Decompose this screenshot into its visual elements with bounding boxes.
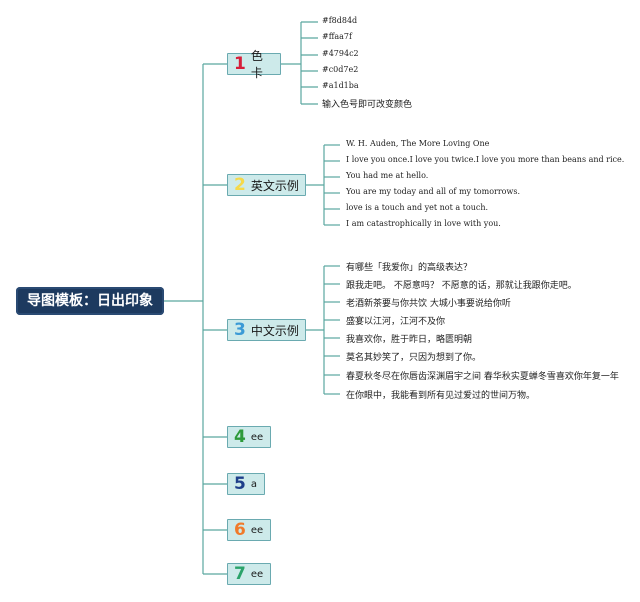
branch-node-2[interactable]: 2 英文示例: [227, 174, 306, 196]
branch-label: ee: [250, 431, 264, 443]
branch-node-5[interactable]: 5 a: [227, 473, 265, 495]
branch-label: 英文示例: [250, 178, 299, 193]
leaf-text[interactable]: You are my today and all of my tomorrows…: [346, 187, 520, 196]
branch-node-4[interactable]: 4 ee: [227, 426, 271, 448]
root-node[interactable]: 导图模板：日出印象: [16, 287, 164, 315]
branch-label: 中文示例: [250, 323, 299, 338]
leaf-text[interactable]: #4794c2: [322, 49, 359, 58]
root-label: 导图模板：日出印象: [27, 293, 153, 309]
leaf-text[interactable]: love is a touch and yet not a touch.: [346, 203, 489, 212]
leaf-text[interactable]: 春夏秋冬尽在你唇齿深渊眉宇之间 春华秋实夏蝉冬雪喜欢你年复一年: [346, 372, 619, 382]
leaf-text[interactable]: You had me at hello.: [346, 171, 429, 180]
branch-label: a: [250, 478, 257, 490]
leaf-text[interactable]: 有哪些「我爱你」的高级表达？: [346, 263, 473, 273]
branch-number: 1: [234, 54, 246, 74]
branch-node-1[interactable]: 1 色卡: [227, 49, 281, 80]
branch-number: 3: [234, 320, 246, 340]
leaf-text[interactable]: #f8d84d: [322, 16, 358, 25]
leaf-text[interactable]: 莫名其妙笑了，只因为想到了你。: [346, 353, 482, 363]
leaf-text[interactable]: #c0d7e2: [322, 65, 359, 74]
branch-label: 色卡: [250, 49, 263, 80]
branch-node-6[interactable]: 6 ee: [227, 519, 271, 541]
branch-node-7[interactable]: 7 ee: [227, 563, 271, 585]
leaf-text[interactable]: #a1d1ba: [322, 81, 359, 90]
leaf-text[interactable]: 盛宴以江河，江河不及你: [346, 317, 446, 327]
leaf-text[interactable]: I love you once.I love you twice.I love …: [346, 155, 625, 164]
leaf-text[interactable]: 在你眼中，我能看到所有见过爱过的世间万物。: [346, 391, 536, 401]
leaf-text[interactable]: 跟我走吧。 不愿意吗？ 不愿意的话，那就让我跟你走吧。: [346, 281, 577, 291]
leaf-text[interactable]: 老酒新茶要与你共饮 大城小事要说给你听: [346, 299, 511, 309]
branch-number: 2: [234, 175, 246, 195]
branch-label: ee: [250, 524, 264, 536]
leaf-text[interactable]: #ffaa7f: [322, 32, 352, 41]
branch-number: 5: [234, 474, 246, 494]
branch-node-3[interactable]: 3 中文示例: [227, 319, 306, 341]
branch-number: 7: [234, 564, 246, 584]
branch-number: 6: [234, 520, 246, 540]
branch-number: 4: [234, 427, 246, 447]
leaf-text[interactable]: W. H. Auden, The More Loving One: [346, 139, 490, 148]
branch-label: ee: [250, 568, 264, 580]
leaf-text[interactable]: 我喜欢你，胜于昨日，略匮明朝: [346, 335, 473, 345]
leaf-text[interactable]: 输入色号即可改变颜色: [322, 100, 413, 110]
leaf-text[interactable]: I am catastrophically in love with you.: [346, 219, 501, 228]
